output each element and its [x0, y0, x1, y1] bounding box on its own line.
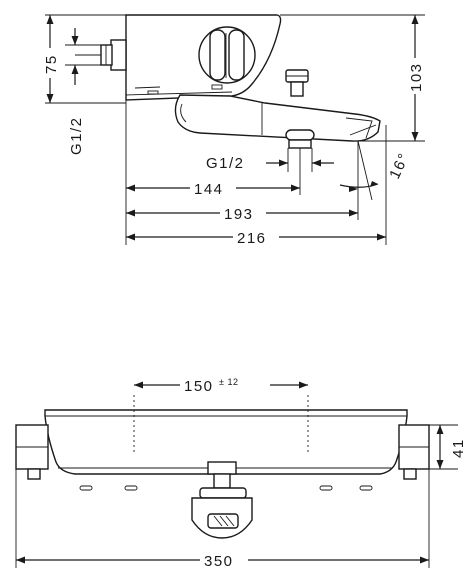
side-view: 75 G1/2 103 G1/2 16° 144 [40, 14, 425, 247]
inlet-connection-side [100, 39, 127, 71]
label-dim-216: 216 [237, 230, 267, 247]
ext-angle-line [357, 140, 373, 201]
label-dim-150: 150 [184, 378, 214, 395]
body-mark-2 [211, 84, 223, 90]
body-bottom-edge [125, 91, 233, 96]
label-dim-75: 75 [43, 54, 60, 74]
label-dim-g12-bottom: G1/2 [206, 155, 245, 172]
spout-tip-line [349, 124, 377, 136]
nub-1 [79, 485, 93, 491]
right-connector [398, 424, 430, 480]
label-dim-16deg: 16° [386, 150, 413, 182]
label-dim-350: 350 [204, 553, 234, 570]
label-dim-193: 193 [224, 206, 254, 223]
spout-front [191, 461, 253, 539]
bottom-outlet [285, 129, 315, 149]
nub-2 [124, 485, 138, 491]
label-dim-150-tolerance: ± 12 [219, 377, 238, 387]
spout-tip-detail [345, 117, 373, 139]
front-view: 150 ± 12 41 350 [15, 374, 467, 571]
label-dim-103: 103 [408, 62, 425, 92]
diverter-knob [285, 69, 309, 97]
spout-inner-curve [180, 103, 187, 123]
temperature-knob [198, 26, 256, 84]
label-dim-41: 41 [450, 438, 467, 458]
body-detail-line [134, 86, 161, 89]
left-connector [15, 424, 49, 480]
label-dim-g12-left: G1/2 [68, 116, 85, 155]
spout-side [174, 94, 381, 142]
label-dim-144: 144 [194, 181, 224, 198]
nub-3 [319, 485, 333, 491]
body-mark-1 [147, 90, 159, 95]
nub-4 [359, 485, 373, 491]
